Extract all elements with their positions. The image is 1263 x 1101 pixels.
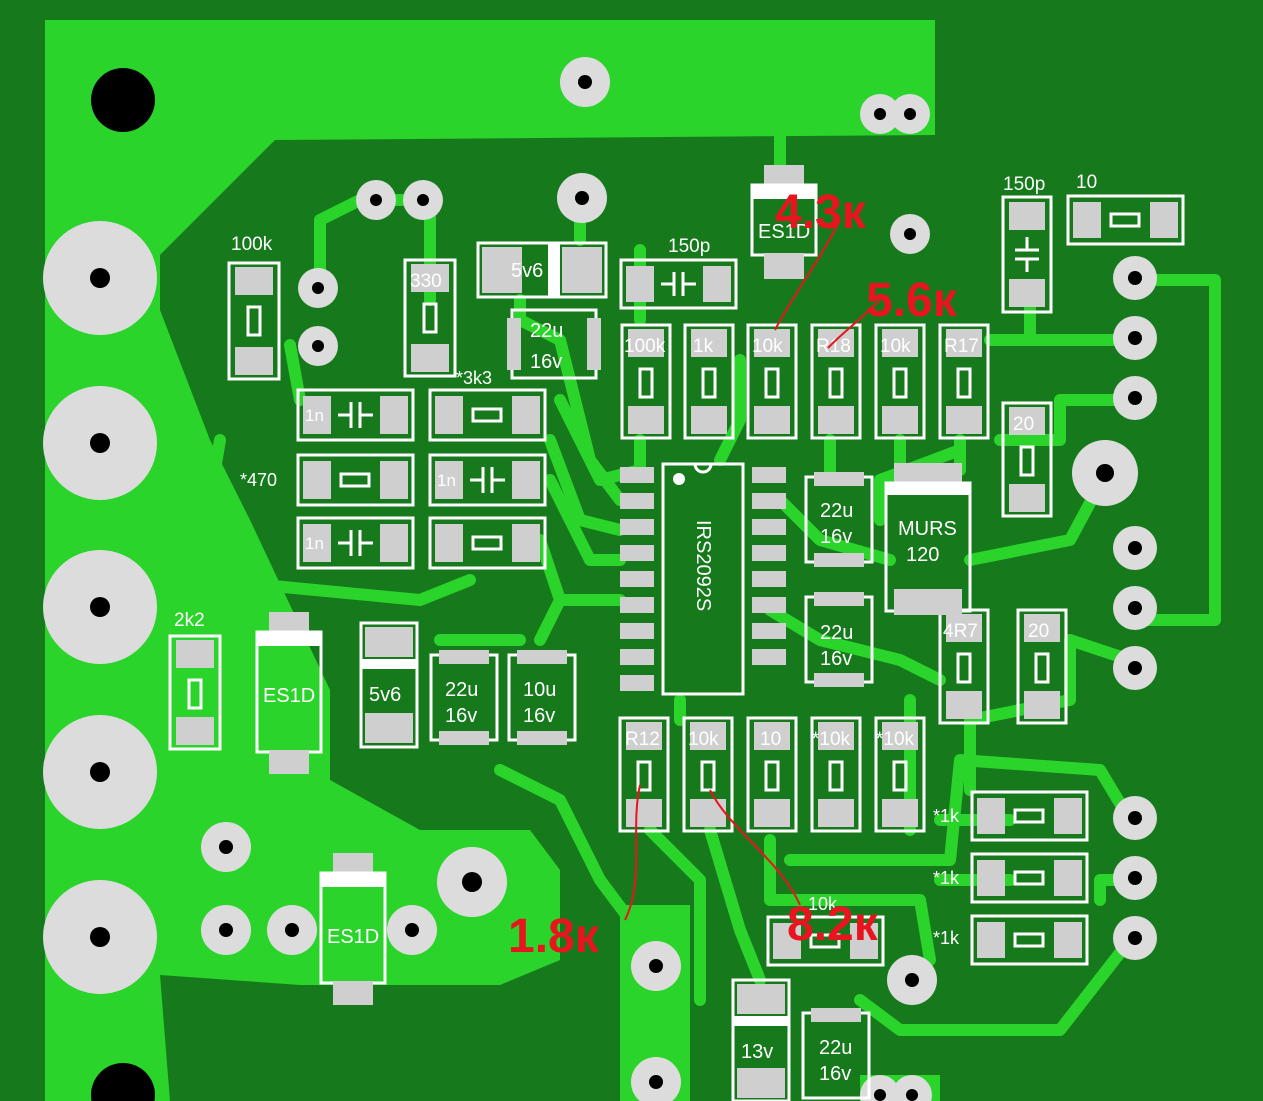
resistor-label: 10k <box>880 336 911 357</box>
resistor-label: R18 <box>816 336 851 357</box>
electrolytic-caps: 22u 16v 22u 16v 22u 16v 22u 16v 10u 16v <box>429 308 874 1100</box>
capacitor-voltage: 16v <box>445 705 477 727</box>
resistor-row-top: 100k 1k 10k R18 10k <box>620 323 990 440</box>
capacitor-label: 1n <box>305 534 324 553</box>
capacitor-label: 22u <box>820 500 853 522</box>
capacitor-label: 150p <box>668 236 710 257</box>
passives-top: 150p 150p 10 <box>619 172 1185 314</box>
capacitor-label: 150p <box>1003 174 1045 195</box>
mounting-holes <box>43 58 165 1101</box>
resistor-label: 330 <box>410 271 442 292</box>
capacitor-voltage: 16v <box>820 526 852 548</box>
resistor-label: 20 <box>1028 621 1049 642</box>
diode-label: ES1D <box>327 926 379 948</box>
resistors-misc-vertical: 100k 330 20 4R7 20 <box>168 234 1068 751</box>
vias <box>201 57 1157 1101</box>
resistors-right-bottom: *1k *1k *1k 10k <box>766 790 1089 967</box>
resistor-label: R17 <box>944 336 979 357</box>
capacitor-label: 22u <box>445 679 478 701</box>
capacitor-label: 22u <box>530 320 563 342</box>
resistor-label: 1k <box>693 336 714 357</box>
resistor-label: *470 <box>240 470 277 490</box>
resistor-label: *1k <box>933 868 960 888</box>
annotation-1-8k: 1.8к <box>508 910 600 963</box>
resistor-label: *3k3 <box>456 368 492 388</box>
capacitor-label: 1n <box>437 471 456 490</box>
annotation-5-6k: 5.6к <box>866 274 958 327</box>
resistor-label: 20 <box>1013 414 1034 435</box>
diode-label: 13v <box>741 1041 773 1063</box>
annotation-8-2k: 8.2к <box>787 898 879 951</box>
capacitor-label: 10u <box>523 679 556 701</box>
capacitor-label: 22u <box>819 1037 852 1059</box>
diode-label: ES1D <box>758 221 810 243</box>
resistor-row-bottom: R12 10k 10 *10k *10k <box>618 716 926 833</box>
diode-label: MURS <box>898 518 957 540</box>
ic-irs2092s: IRS2092S <box>620 462 786 696</box>
diode-label-2: 120 <box>906 544 939 566</box>
diode-label: 5v6 <box>369 684 401 706</box>
annotation-4-3k: 4.3к <box>775 186 867 239</box>
resistor-label: 10 <box>1076 172 1097 193</box>
capacitor-voltage: 16v <box>820 648 852 670</box>
capacitor-label: 22u <box>820 622 853 644</box>
resistor-label: *10k <box>812 729 851 750</box>
copper-traces <box>194 104 1221 1036</box>
capacitor-label: 1n <box>305 406 324 425</box>
ic-label: IRS2092S <box>692 520 714 611</box>
resistor-label: 100k <box>231 234 273 255</box>
capacitor-voltage: 16v <box>523 705 555 727</box>
annotations: 4.3к 5.6к 1.8к 8.2к <box>508 186 958 963</box>
resistor-label: 100k <box>624 336 666 357</box>
diode-label: ES1D <box>263 685 315 707</box>
diode-label: 5v6 <box>511 260 543 282</box>
resistor-label: 10k <box>752 336 783 357</box>
resistor-label: 10k <box>688 729 719 750</box>
resistor-label: *1k <box>933 806 960 826</box>
diodes: ES1D ES1D ES1D 5v6 5v6 <box>255 165 972 1101</box>
resistor-label: 4R7 <box>943 621 978 642</box>
resistor-label: R12 <box>625 729 660 750</box>
resistor-label: 2k2 <box>174 610 205 631</box>
capacitor-voltage: 16v <box>819 1063 851 1085</box>
resistor-label: *1k <box>933 928 960 948</box>
resistor-label: 10 <box>760 729 781 750</box>
resistor-label: *10k <box>876 729 915 750</box>
resistor-label: 10k <box>808 894 838 914</box>
passives-left-block: 1n *3k3 *470 1n 1n <box>240 368 547 570</box>
capacitor-voltage: 16v <box>530 351 562 373</box>
